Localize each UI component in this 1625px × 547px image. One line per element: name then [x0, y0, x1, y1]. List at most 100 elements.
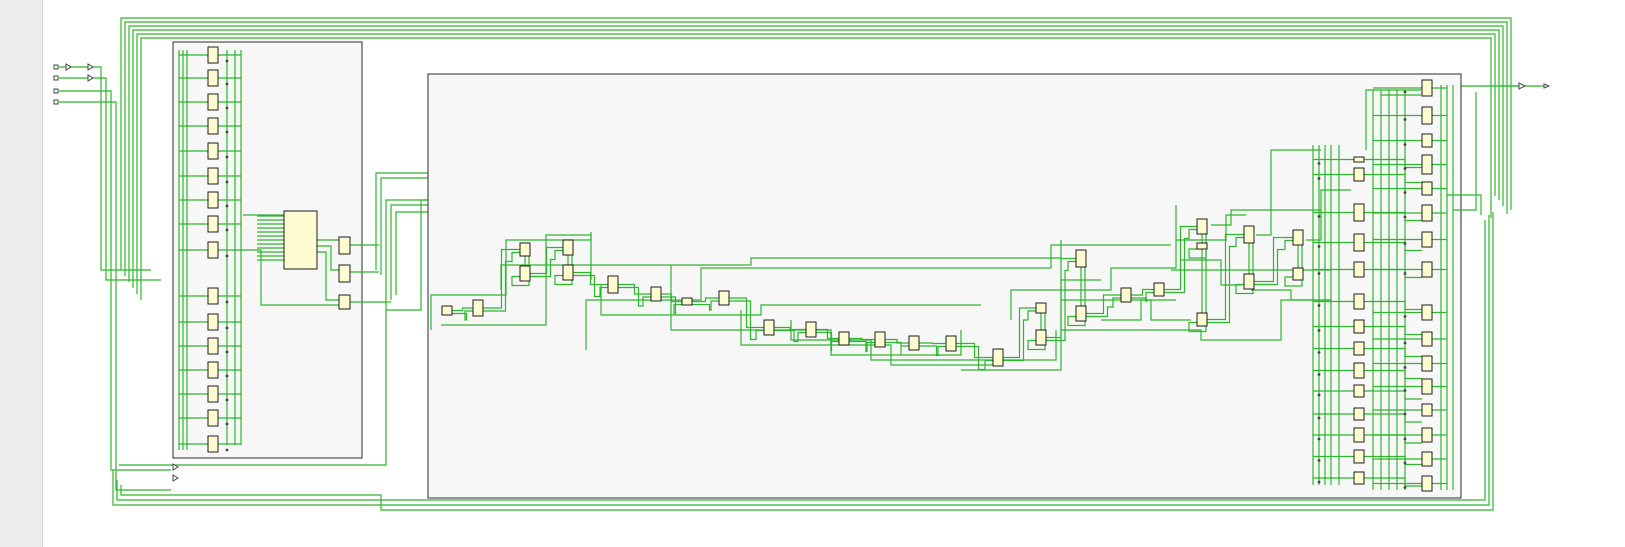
- cell-icon[interactable]: [1120, 287, 1132, 303]
- cell-icon[interactable]: [338, 236, 351, 255]
- cell-icon[interactable]: [874, 331, 886, 348]
- schematic-canvas[interactable]: [42, 0, 1625, 547]
- cell-icon[interactable]: [1421, 304, 1433, 321]
- cell-icon[interactable]: [283, 210, 318, 270]
- cell-icon[interactable]: [1421, 331, 1433, 347]
- input-port-icon[interactable]: [53, 99, 59, 105]
- cell-icon[interactable]: [207, 361, 219, 379]
- cell-icon[interactable]: [1243, 273, 1255, 290]
- cell-icon[interactable]: [838, 331, 850, 346]
- cell-icon[interactable]: [207, 142, 219, 160]
- input-port-icon[interactable]: [53, 64, 59, 70]
- cell-layer: [207, 46, 1433, 492]
- cell-icon[interactable]: [681, 297, 693, 306]
- net-wire: [1086, 297, 1121, 318]
- cell-icon[interactable]: [1421, 403, 1433, 417]
- cell-icon[interactable]: [207, 93, 219, 111]
- cell-icon[interactable]: [207, 313, 219, 331]
- cell-icon[interactable]: [1421, 154, 1433, 175]
- cell-icon[interactable]: [207, 337, 219, 355]
- cell-icon[interactable]: [1421, 231, 1433, 248]
- cell-icon[interactable]: [338, 294, 351, 310]
- cell-icon[interactable]: [1421, 181, 1433, 196]
- cell-icon[interactable]: [763, 319, 775, 336]
- cell-icon[interactable]: [1196, 242, 1208, 250]
- cell-icon[interactable]: [1353, 449, 1365, 464]
- cell-icon[interactable]: [1421, 451, 1433, 467]
- cell-icon[interactable]: [1035, 302, 1047, 314]
- output-port-icon[interactable]: [1543, 83, 1551, 89]
- cell-icon[interactable]: [1075, 305, 1087, 322]
- cell-icon[interactable]: [992, 348, 1004, 367]
- net-wire: [1364, 369, 1422, 380]
- cell-icon[interactable]: [1353, 471, 1365, 485]
- cell-icon[interactable]: [207, 167, 219, 185]
- cell-icon[interactable]: [805, 321, 817, 338]
- cell-icon[interactable]: [338, 264, 351, 283]
- cell-icon[interactable]: [1421, 355, 1433, 372]
- cell-icon[interactable]: [1243, 225, 1255, 244]
- cell-icon[interactable]: [1292, 229, 1304, 246]
- cell-icon[interactable]: [1035, 329, 1047, 346]
- cell-icon[interactable]: [1353, 233, 1365, 252]
- cell-icon[interactable]: [1353, 167, 1365, 182]
- cell-icon[interactable]: [908, 335, 920, 351]
- cell-icon[interactable]: [650, 286, 662, 302]
- cell-icon[interactable]: [718, 290, 730, 306]
- cell-icon[interactable]: [1421, 204, 1433, 222]
- cell-icon[interactable]: [607, 275, 619, 294]
- cell-icon[interactable]: [441, 305, 453, 316]
- cell-icon[interactable]: [207, 241, 219, 259]
- cell-icon[interactable]: [1292, 267, 1304, 281]
- net-wire: [441, 234, 592, 326]
- cell-icon[interactable]: [207, 287, 219, 305]
- cell-icon[interactable]: [1196, 312, 1208, 327]
- net-wire: [1447, 194, 1482, 215]
- cell-icon[interactable]: [1353, 407, 1365, 421]
- cell-icon[interactable]: [1421, 427, 1433, 443]
- cell-icon[interactable]: [1353, 427, 1365, 443]
- pin-dot: [225, 130, 229, 134]
- cell-icon[interactable]: [1421, 79, 1433, 97]
- cell-icon[interactable]: [1353, 203, 1365, 222]
- cell-icon[interactable]: [207, 69, 219, 87]
- cell-icon[interactable]: [1421, 133, 1433, 148]
- cell-icon[interactable]: [207, 409, 219, 427]
- pin-dot: [1317, 215, 1321, 218]
- input-port-icon[interactable]: [53, 75, 59, 81]
- net-wire: [661, 296, 682, 315]
- input-port-icon[interactable]: [53, 88, 59, 94]
- cell-icon[interactable]: [207, 435, 219, 453]
- cell-icon[interactable]: [519, 242, 531, 257]
- cell-icon[interactable]: [207, 117, 219, 135]
- cell-icon[interactable]: [1075, 249, 1087, 268]
- cell-icon[interactable]: [1353, 362, 1365, 379]
- cell-icon[interactable]: [1196, 218, 1208, 235]
- cell-icon[interactable]: [562, 239, 574, 256]
- cell-icon[interactable]: [1421, 106, 1433, 125]
- cell-icon[interactable]: [1421, 475, 1433, 492]
- cell-icon[interactable]: [1153, 282, 1165, 297]
- cell-icon[interactable]: [1353, 293, 1365, 310]
- cell-icon[interactable]: [1353, 156, 1365, 163]
- pin-dot: [225, 59, 229, 63]
- cell-icon[interactable]: [207, 385, 219, 403]
- module-block-icon[interactable]: [427, 73, 1462, 499]
- net-wire: [452, 310, 473, 321]
- cell-icon[interactable]: [562, 264, 574, 281]
- cell-icon[interactable]: [1353, 261, 1365, 278]
- cell-icon[interactable]: [519, 265, 531, 282]
- cell-icon[interactable]: [1421, 378, 1433, 395]
- cell-icon[interactable]: [1353, 384, 1365, 398]
- cell-icon[interactable]: [472, 299, 484, 317]
- cell-icon[interactable]: [207, 46, 219, 64]
- cell-icon[interactable]: [1421, 261, 1433, 278]
- cell-icon[interactable]: [1353, 319, 1365, 334]
- cell-icon[interactable]: [945, 335, 957, 352]
- cell-icon[interactable]: [207, 215, 219, 233]
- pin-dot: [225, 82, 229, 86]
- net-wire: [1364, 325, 1422, 336]
- cell-icon[interactable]: [1353, 341, 1365, 356]
- cell-icon[interactable]: [207, 191, 219, 209]
- schematic-svg[interactable]: [43, 0, 1625, 547]
